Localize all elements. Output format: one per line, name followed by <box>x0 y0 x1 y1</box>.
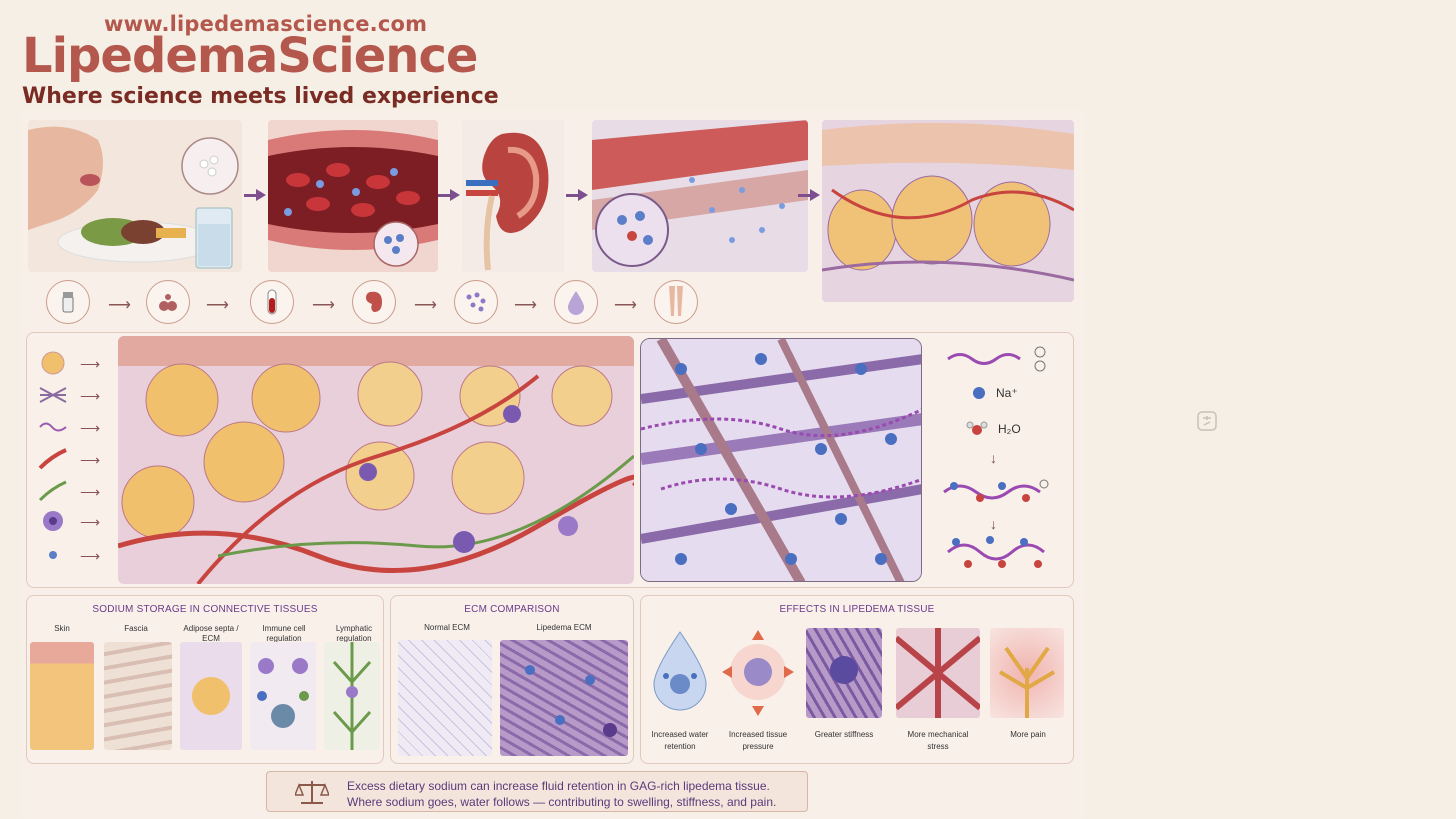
flow-arrow-small-icon: ⟶ <box>514 297 537 314</box>
down-arrow-icon: ↓ <box>990 450 997 466</box>
lipedema-ecm-thumbnail <box>500 640 628 756</box>
swollen-tissue-illustration <box>822 120 1074 302</box>
sodium-storage-title: SODIUM STORAGE IN CONNECTIVE TISSUES <box>92 604 318 615</box>
pain-illustration <box>990 628 1064 718</box>
gag-chain-icon <box>38 414 68 440</box>
eating-salty-meal-illustration <box>28 120 242 272</box>
tissue-pressure-illustration <box>720 626 796 720</box>
balance-scale-icon <box>293 779 331 812</box>
water-retention-illustration <box>648 626 712 714</box>
flow-arrow-icon <box>798 188 822 202</box>
legend-arrow-icon: ⟶ <box>80 356 101 372</box>
effect-label-water-retention: Increased water retention <box>651 730 709 751</box>
immune-thumbnail <box>250 642 316 750</box>
kidney-illustration <box>462 120 564 272</box>
mechanical-stress-illustration <box>896 628 980 718</box>
water-key-label: H₂O <box>998 422 1021 436</box>
flow-arrow-small-icon: ⟶ <box>312 297 335 314</box>
summary-footer: Excess dietary sodium can increase fluid… <box>266 771 808 812</box>
legend-arrow-icon: ⟶ <box>80 548 101 564</box>
gag-chain-key <box>944 346 1054 372</box>
water-drop-icon <box>554 280 598 324</box>
website-url[interactable]: www.lipedemascience.com <box>104 12 428 36</box>
lymphatic-vessel-icon <box>38 478 68 504</box>
column-label-adipose: Adipose septa / ECM <box>183 624 239 643</box>
gag-sodium-water-complex <box>940 474 1052 508</box>
brand-title: LipedemaScience <box>22 28 478 84</box>
fat-cell-icon <box>38 350 68 376</box>
brand-tagline: Where science meets lived experience <box>22 84 499 109</box>
blood-vessel-icon <box>38 446 68 472</box>
effect-label-tissue-pressure: Increased tissue pressure <box>728 730 788 751</box>
column-label-immune: Immune cell regulation <box>262 624 306 643</box>
summary-line-2: Where sodium goes, water follows — contr… <box>347 795 777 809</box>
ecm-fiber-icon <box>38 382 68 408</box>
sodium-leaving-vessel-illustration <box>592 120 808 272</box>
effect-label-pain: More pain <box>1010 730 1046 739</box>
flow-arrow-icon <box>244 188 268 202</box>
normal-ecm-thumbnail <box>398 640 492 756</box>
flow-arrow-small-icon: ⟶ <box>206 297 229 314</box>
kidney-icon <box>352 280 396 324</box>
adipose-thumbnail <box>180 642 242 750</box>
sodium-in-blood-illustration <box>268 120 438 272</box>
blood-tube-icon <box>250 280 294 324</box>
ecm-zoom-illustration <box>640 338 922 582</box>
flow-arrow-small-icon: ⟶ <box>414 297 437 314</box>
fascia-thumbnail <box>104 642 172 750</box>
stiffness-illustration <box>806 628 882 718</box>
legend-arrow-icon: ⟶ <box>80 484 101 500</box>
effect-label-mechanical-stress: More mechanical stress <box>907 730 969 751</box>
sodium-particles-icon <box>454 280 498 324</box>
column-label-lymphatic: Lymphatic regulation <box>335 624 373 643</box>
effect-label-stiffness: Greater stiffness <box>814 730 874 739</box>
effects-title: EFFECTS IN LIPEDEMA TISSUE <box>779 604 935 615</box>
lymphatic-thumbnail <box>324 642 380 750</box>
flow-arrow-small-icon: ⟶ <box>108 297 131 314</box>
column-label-lipedema-ecm: Lipedema ECM <box>536 623 592 632</box>
sodium-droplets-icon <box>146 280 190 324</box>
legs-icon <box>654 280 698 324</box>
lipedema-tissue-illustration <box>118 336 634 584</box>
legend-arrow-icon: ⟶ <box>80 420 101 436</box>
flow-arrow-icon <box>438 188 462 202</box>
skin-thumbnail <box>30 642 94 750</box>
translate-icon[interactable] <box>1196 410 1218 437</box>
column-label-normal-ecm: Normal ECM <box>424 623 470 632</box>
gag-hydrated-complex <box>944 528 1050 576</box>
salt-shaker-icon <box>46 280 90 324</box>
ecm-comparison-title: ECM COMPARISON <box>464 604 560 615</box>
legend-arrow-icon: ⟶ <box>80 514 101 530</box>
water-key: H₂O <box>966 421 1021 437</box>
summary-text: Excess dietary sodium can increase fluid… <box>347 778 776 810</box>
flow-arrow-icon <box>566 188 590 202</box>
column-label-skin: Skin <box>54 624 70 633</box>
legend-arrow-icon: ⟶ <box>80 452 101 468</box>
summary-line-1: Excess dietary sodium can increase fluid… <box>347 779 770 793</box>
down-arrow-icon: ↓ <box>990 516 997 532</box>
flow-arrow-small-icon: ⟶ <box>614 297 637 314</box>
sodium-key: Na⁺ <box>972 386 1018 400</box>
legend-arrow-icon: ⟶ <box>80 388 101 404</box>
column-label-fascia: Fascia <box>124 624 148 633</box>
sodium-ion-icon <box>38 542 68 568</box>
sodium-key-label: Na⁺ <box>996 386 1018 400</box>
immune-cell-icon <box>38 508 68 534</box>
